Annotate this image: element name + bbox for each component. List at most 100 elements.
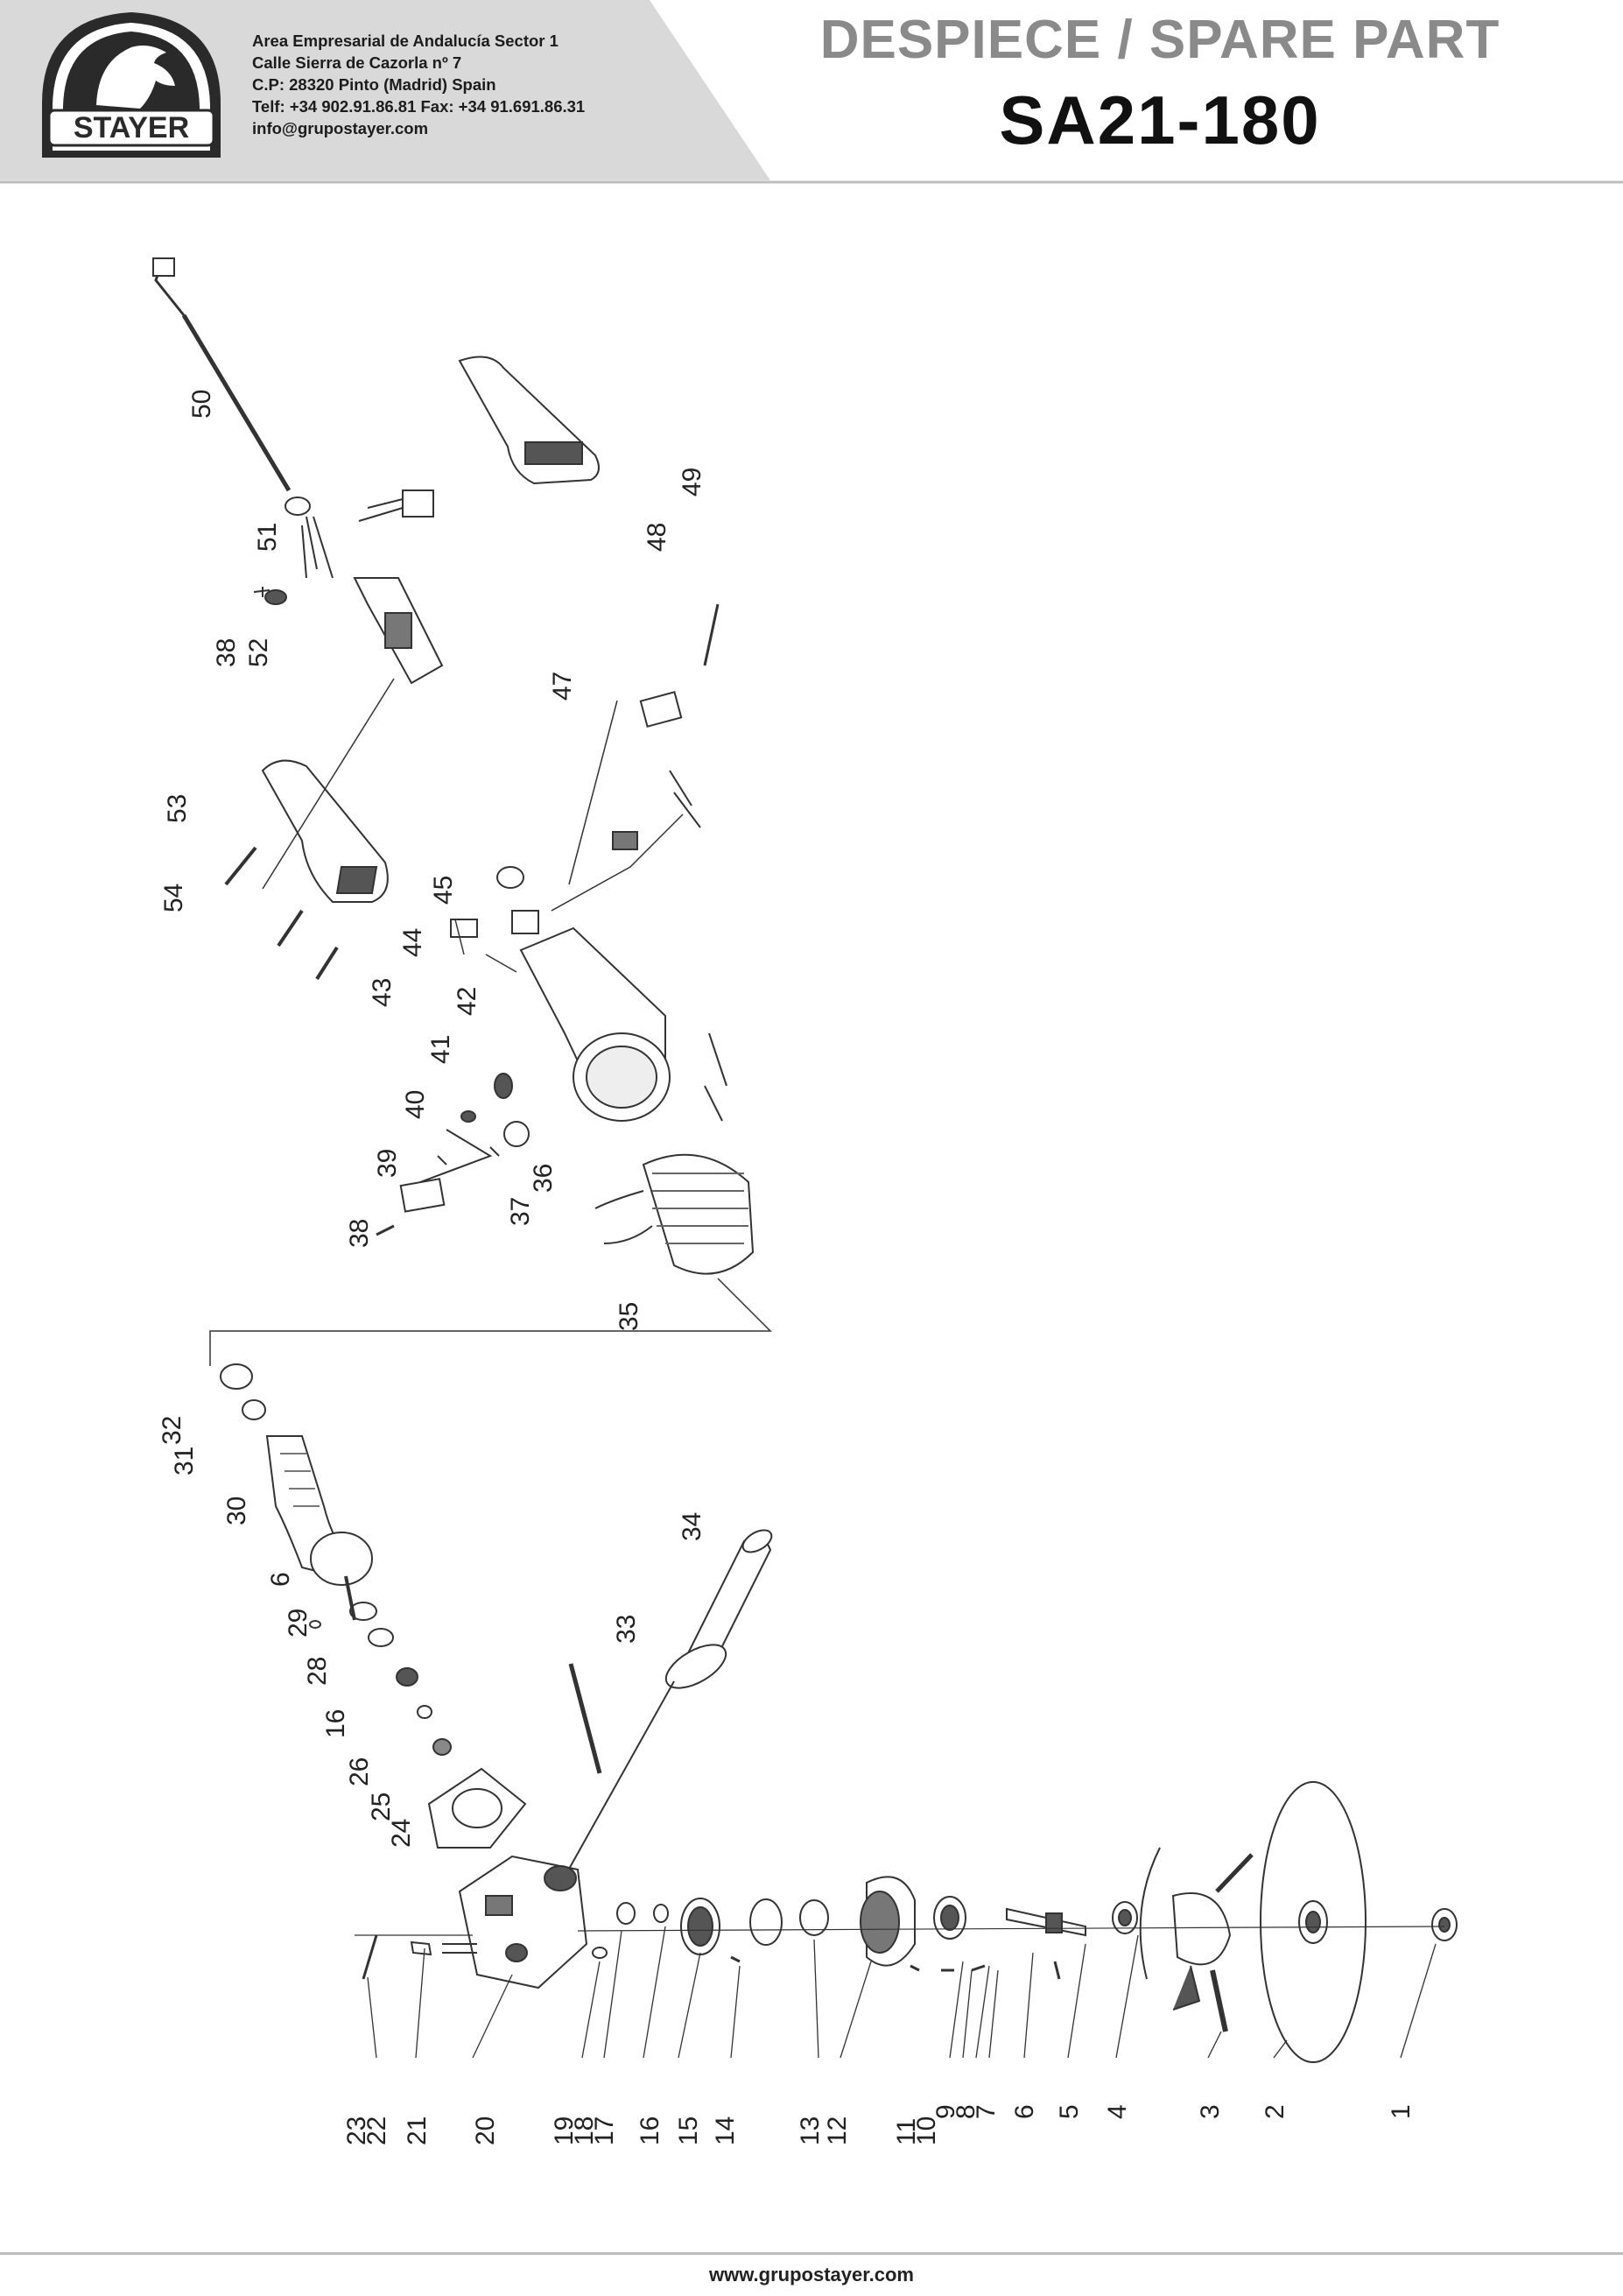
- callout-28: 28: [303, 1657, 332, 1686]
- callout-33: 33: [612, 1615, 641, 1644]
- callout-35: 35: [615, 1302, 643, 1331]
- callout-9: 9: [931, 2104, 960, 2119]
- callout-45: 45: [429, 876, 458, 905]
- callout-20: 20: [471, 2116, 500, 2145]
- inner-flange: [1112, 1901, 1138, 1934]
- wheel-guard: [1139, 1847, 1254, 2032]
- callout-44: 44: [398, 928, 427, 957]
- spindle-bearing: [910, 1896, 986, 1972]
- callout-36: 36: [529, 1164, 558, 1193]
- callout-24: 24: [387, 1819, 416, 1848]
- address-line-1: Area Empresarial de Andalucía Sector 1: [252, 32, 559, 50]
- callout-30: 30: [222, 1497, 251, 1525]
- callout-19: 19: [550, 2116, 579, 2145]
- callout-26: 26: [345, 1757, 374, 1786]
- carbon-brush: [358, 489, 434, 522]
- assembly-lines: [209, 678, 772, 1366]
- callout-4: 4: [1103, 2104, 1132, 2119]
- small-parts: [419, 1073, 530, 1183]
- callout-34: 34: [678, 1512, 706, 1541]
- screw-top: [253, 587, 287, 605]
- model-number: SA21-180: [999, 81, 1321, 158]
- callout-37: 37: [506, 1197, 535, 1226]
- handle-screws: [224, 846, 339, 981]
- callout-2: 2: [1261, 2104, 1289, 2119]
- callout-22: 22: [362, 2116, 391, 2145]
- rear-handle-half: [261, 759, 389, 903]
- callout-23: 23: [342, 2116, 371, 2145]
- callout-13: 13: [796, 2116, 825, 2145]
- armature: [265, 1435, 373, 1621]
- stayer-logo: [42, 12, 221, 158]
- callout-3: 3: [1196, 2104, 1225, 2119]
- gasket: [427, 1767, 527, 1849]
- callout-53: 53: [163, 794, 192, 823]
- footer-rule: [0, 2252, 1623, 2255]
- page-title: DESPIECE / SPARE PART: [819, 10, 1500, 70]
- callout-39: 39: [373, 1149, 402, 1178]
- gear-train: [592, 1898, 829, 1963]
- brush-holder: [450, 866, 524, 938]
- stator: [594, 1032, 755, 1275]
- callout-38b: 38: [212, 638, 241, 667]
- callout-6: 6: [1010, 2104, 1039, 2119]
- callout-16: 16: [636, 2116, 664, 2145]
- assembly-axis: [577, 1926, 1445, 1932]
- callout-18: 18: [570, 2116, 599, 2145]
- callout-50: 50: [187, 390, 216, 419]
- spindle-lock-pins: [355, 1934, 477, 1980]
- callout-47: 47: [548, 672, 577, 701]
- callout-43: 43: [368, 978, 397, 1007]
- footer-website[interactable]: www.grupostayer.com: [709, 2264, 914, 2285]
- plate-39: [376, 1178, 446, 1236]
- callout-32: 32: [158, 1416, 186, 1445]
- exploded-diagram: 1 2 3 4 5 6 7 8 9 10 11 12 13 14 15 16 1…: [152, 257, 1458, 2145]
- callout-41: 41: [426, 1035, 455, 1064]
- callout-51: 51: [253, 523, 282, 552]
- gear-housing: [458, 1855, 588, 1990]
- callout-31: 31: [170, 1447, 199, 1475]
- handle-part: [458, 356, 600, 485]
- callout-16b: 16: [321, 1709, 350, 1738]
- callout-40: 40: [401, 1090, 430, 1119]
- callout-6b: 6: [266, 1572, 295, 1587]
- email-line[interactable]: info@grupostayer.com: [252, 119, 429, 137]
- address-line-3: C.P: 28320 Pinto (Madrid) Spain: [252, 75, 496, 94]
- address-line-2: Calle Sierra de Cazorla nº 7: [252, 53, 462, 72]
- callout-12: 12: [823, 2116, 852, 2145]
- callout-21: 21: [403, 2116, 432, 2145]
- callout-29: 29: [284, 1609, 313, 1637]
- callout-10: 10: [912, 2116, 941, 2145]
- grinding-disc: [1260, 1781, 1367, 2063]
- power-cable: [152, 257, 334, 579]
- spindle: [1006, 1907, 1086, 1980]
- callout-7: 7: [972, 2104, 1001, 2119]
- callout-5: 5: [1055, 2104, 1084, 2119]
- switch-assembly: [353, 577, 444, 685]
- phone-fax-line: Telf: +34 902.91.86.81 Fax: +34 91.691.8…: [252, 97, 586, 116]
- callout-49: 49: [678, 468, 706, 497]
- callout-42: 42: [453, 987, 481, 1016]
- callout-11: 11: [892, 2118, 921, 2145]
- bearings-31-32: [220, 1363, 266, 1420]
- callout-54: 54: [159, 884, 188, 912]
- company-address: Area Empresarial de Andalucía Sector 1 C…: [252, 30, 585, 139]
- callout-1: 1: [1387, 2104, 1416, 2119]
- callout-48: 48: [643, 523, 671, 552]
- callout-14: 14: [711, 2116, 740, 2145]
- callout-15: 15: [674, 2116, 703, 2145]
- bolt-33: [568, 1663, 602, 1774]
- callout-8: 8: [952, 2104, 980, 2119]
- callout-17: 17: [590, 2116, 619, 2145]
- callout-38: 38: [345, 1219, 374, 1248]
- callout-labels: 1 2 3 4 5 6 7 8 9 10 11 12 13 14 15 16 1…: [158, 390, 1416, 2145]
- cover-plate: [612, 603, 720, 850]
- leader-lines: [367, 1926, 1437, 2059]
- callout-52: 52: [244, 638, 273, 667]
- side-handle: [551, 1529, 773, 1901]
- shaft-parts: [309, 1602, 452, 1756]
- motor-housing: [511, 910, 671, 1122]
- lock-nut: [1431, 1908, 1458, 1941]
- callout-25: 25: [367, 1792, 396, 1821]
- header-shapes: [0, 0, 1623, 184]
